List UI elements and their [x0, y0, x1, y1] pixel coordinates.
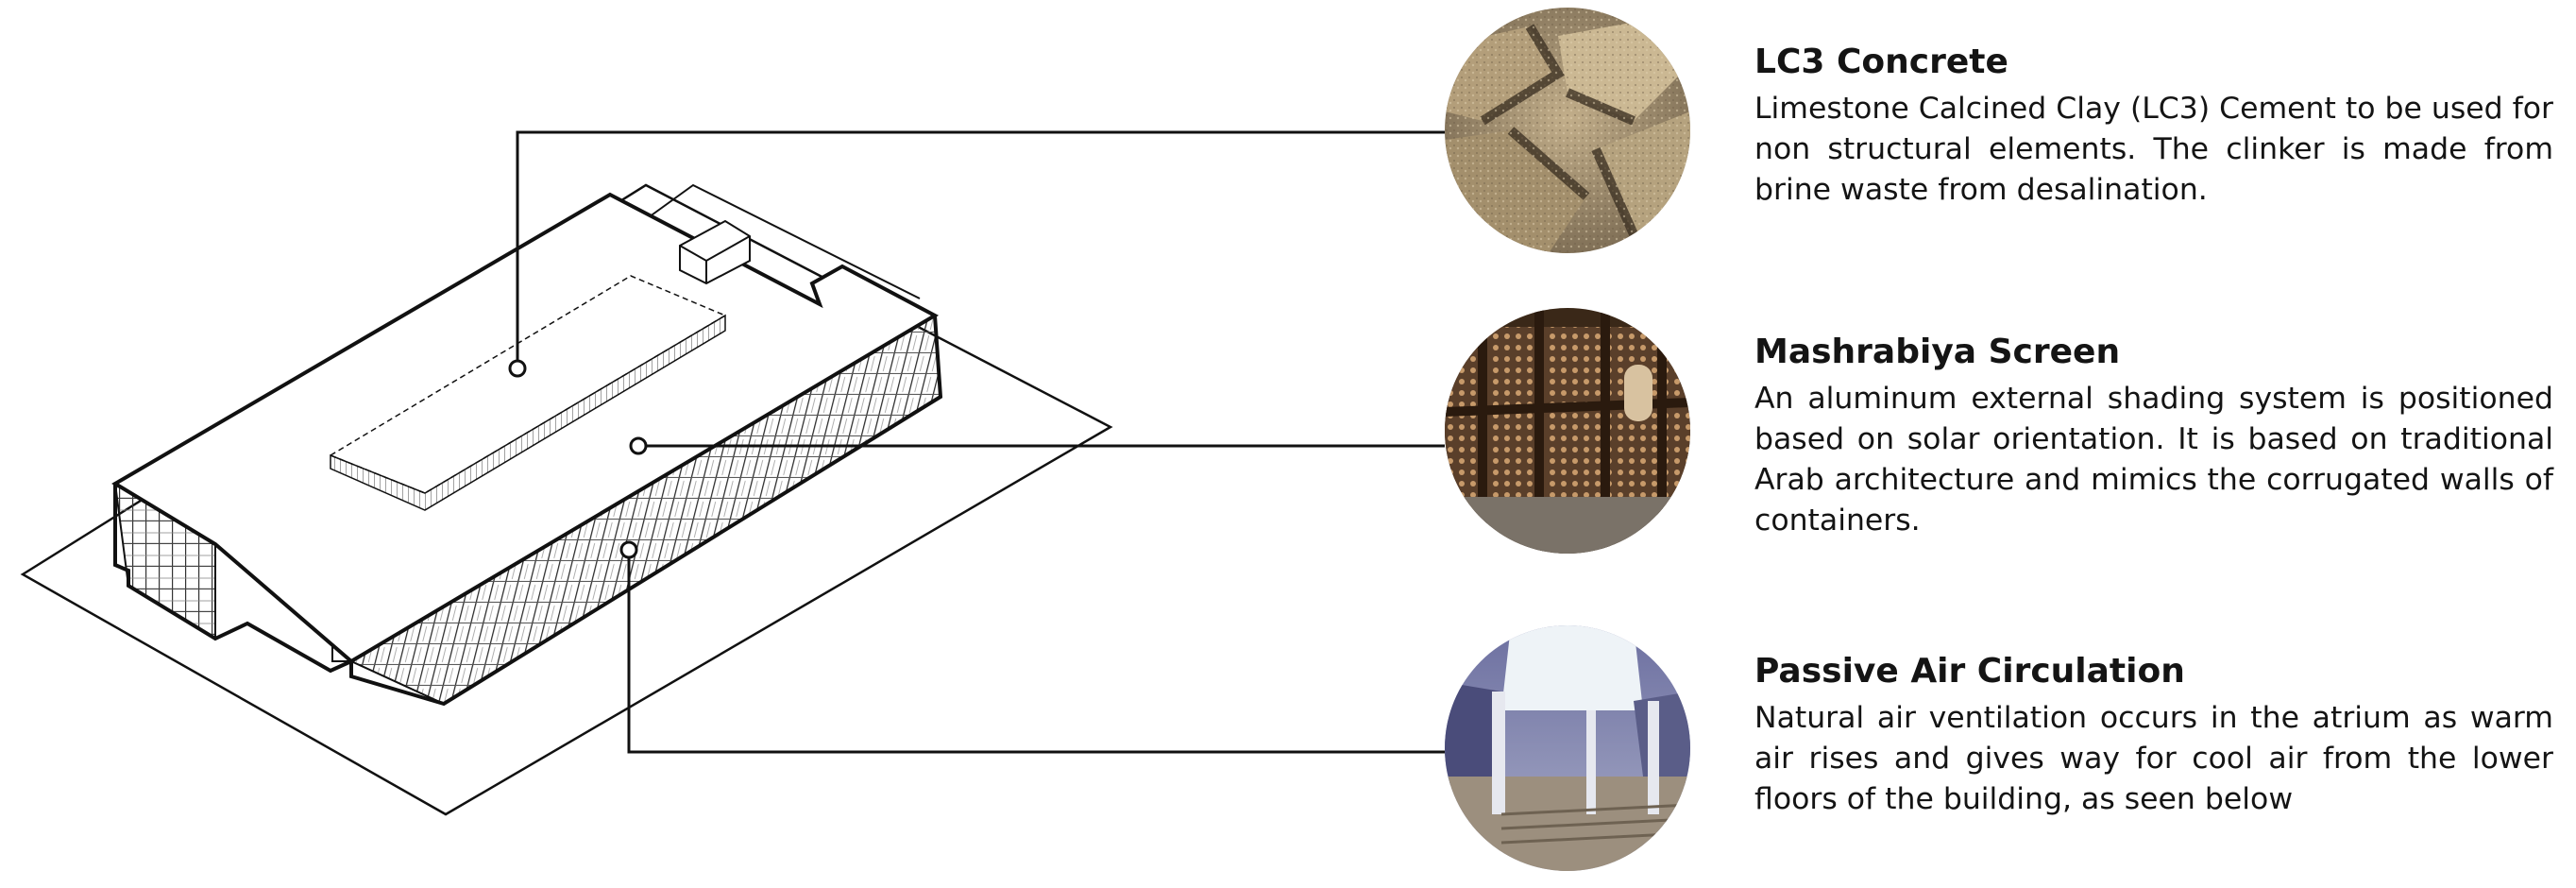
roof-parapet-back — [641, 183, 921, 299]
roof-slab — [111, 192, 940, 664]
rooftop-unit — [679, 219, 751, 285]
leader-dot-air — [619, 540, 638, 559]
feature-concrete: LC3 Concrete Limestone Calcined Clay (LC… — [1754, 42, 2553, 211]
feature-desc-concrete: Limestone Calcined Clay (LC3) Cement to … — [1754, 92, 2553, 207]
atrium-interior-photo — [1445, 625, 1690, 871]
feature-desc-mashrabiya: An aluminum external shading system is p… — [1754, 382, 2553, 538]
feature-mashrabiya: Mashrabiya Screen An aluminum external s… — [1754, 332, 2553, 541]
atrium-glass-roof — [330, 314, 726, 511]
building-outline — [113, 315, 943, 707]
feature-desc-air: Natural air ventilation occurs in the at… — [1754, 701, 2553, 816]
leader-line-air — [627, 550, 1445, 754]
mashrabiya-screen-photo — [1445, 308, 1690, 554]
feature-title-concrete: LC3 Concrete — [1754, 43, 2008, 81]
leader-line-concrete — [516, 130, 1445, 368]
leader-dot-concrete — [508, 359, 527, 378]
leader-dot-mashrabiya — [629, 436, 648, 455]
concrete-blocks-photo — [1445, 8, 1690, 253]
feature-title-mashrabiya: Mashrabiya Screen — [1754, 333, 2121, 371]
feature-title-air: Passive Air Circulation — [1754, 652, 2185, 691]
feature-air-circulation: Passive Air Circulation Natural air vent… — [1754, 651, 2553, 820]
